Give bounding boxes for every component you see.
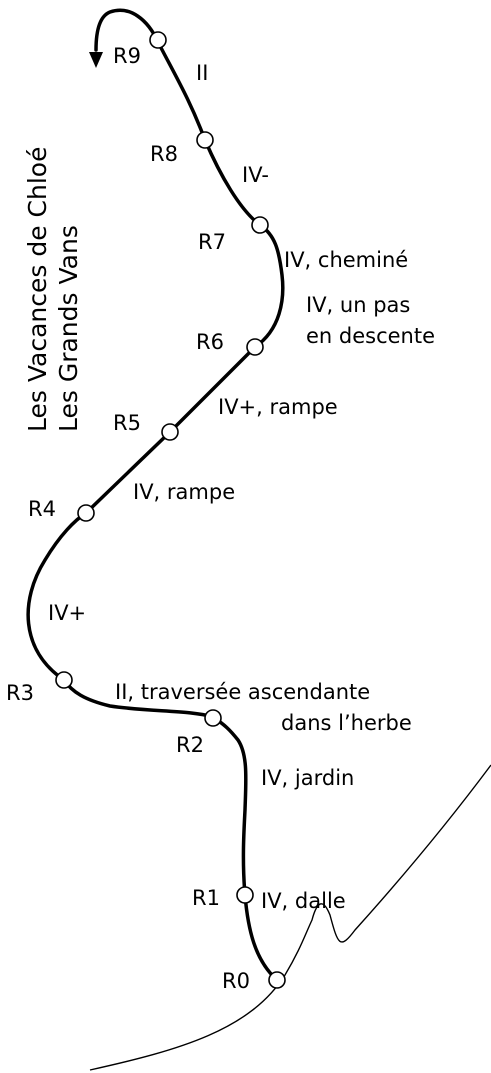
pitch-label-3b: dans l’herbe <box>281 711 412 735</box>
pitch-label-9: IV- <box>242 163 269 187</box>
pitch-label-5: IV, rampe <box>133 480 235 504</box>
belay-label-r8: R8 <box>150 142 178 166</box>
pitch-label-7a: IV, un pas <box>306 293 410 317</box>
belay-label-r7: R7 <box>198 230 226 254</box>
belay-r0 <box>268 971 286 989</box>
belay-label-r6: R6 <box>196 330 224 354</box>
belay-label-r0: R0 <box>222 969 250 993</box>
route-title-line2: Les Grands Vans <box>54 225 83 432</box>
pitch-label-6: IV+, rampe <box>218 395 338 419</box>
route-title: Les Vacances de Chloé Les Grands Vans <box>23 147 83 432</box>
pitch-label-4: IV+ <box>48 601 86 625</box>
belay-label-r9: R9 <box>113 44 141 68</box>
belay-r6 <box>246 338 264 356</box>
pitch-label-2: IV, jardin <box>261 766 354 790</box>
pitch-label-7b: en descente <box>306 324 435 348</box>
route-title-line1: Les Vacances de Chloé <box>23 147 52 432</box>
belay-r8 <box>196 131 214 149</box>
belay-r5 <box>161 423 179 441</box>
pitch-label-10: II <box>196 61 208 85</box>
belay-r2 <box>204 709 222 727</box>
pitch-label-1: IV, dalle <box>261 889 346 913</box>
belay-label-r4: R4 <box>28 497 56 521</box>
belay-label-r1: R1 <box>192 886 220 910</box>
belay-label-r3: R3 <box>6 681 34 705</box>
belay-r9 <box>149 31 167 49</box>
pitch-label-8: IV, cheminé <box>284 248 408 272</box>
belay-r7 <box>251 216 269 234</box>
belay-r4 <box>77 504 95 522</box>
belay-r1 <box>236 886 254 904</box>
belay-r3 <box>55 671 73 689</box>
belay-label-r2: R2 <box>176 733 204 757</box>
route-line <box>26 8 285 982</box>
descent-arrow-icon <box>89 52 103 68</box>
terrain-line <box>89 764 491 1071</box>
pitch-label-3a: II, traversée ascendante <box>115 680 370 704</box>
belay-label-r5: R5 <box>113 411 141 435</box>
